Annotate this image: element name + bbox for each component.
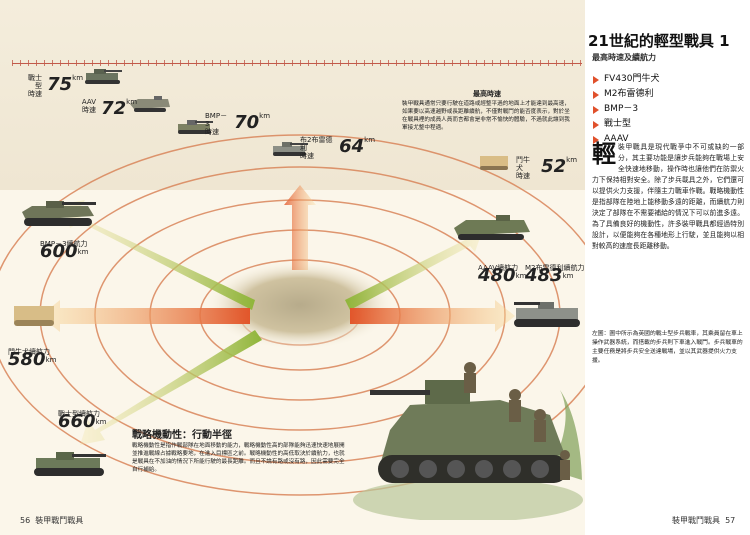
- range-warrior: 戰士型續航力 660km: [58, 410, 107, 432]
- aaav-vehicle: [454, 215, 530, 240]
- vehicle-list: FV430門牛犬 M2布雷德利 BMP－3 戰士型 AAAV: [592, 72, 660, 147]
- warrior-ifv-illustration: [353, 362, 583, 520]
- caption-title: 戰略機動性：行動半徑: [132, 430, 232, 441]
- range-aaav: AAAV續航力 480km: [478, 264, 527, 286]
- list-item: BMP－3: [592, 102, 660, 117]
- body-paragraph: 裝甲戰具是現代戰爭中不可或缺的一部分，其主要功能是讓步兵能夠在戰場上安全快速地移…: [592, 143, 744, 250]
- range-ring: [0, 134, 585, 496]
- m2-vehicle-small: [273, 142, 308, 156]
- arrow-warrior: [80, 330, 262, 445]
- bmp3-vehicle: [22, 201, 96, 226]
- speed-aav: AAV 時速 72km: [81, 98, 138, 119]
- arrow-aaav: [345, 230, 482, 310]
- arrow-m2: [350, 300, 515, 332]
- page-title: 21世紀的輕型戰具 1: [588, 32, 730, 50]
- max-speed-text: 裝甲戰具通常只要行駛在道路或經整平過的地面上才能達到最高速，如果要以高速越野或長…: [402, 101, 570, 131]
- fv430-vehicle-small: [480, 156, 508, 170]
- right-page-footer: 裝甲戰鬥戰具 57: [672, 516, 736, 525]
- text-page: [585, 0, 750, 535]
- page-subtitle: 最高時速及續航力: [592, 53, 656, 62]
- list-item: FV430門牛犬: [592, 72, 660, 87]
- list-item: AAAV: [592, 132, 660, 147]
- fv430-vehicle: [14, 306, 54, 326]
- warrior-vehicle: [34, 452, 106, 476]
- drop-cap: 輕: [592, 140, 616, 168]
- speed-ruler-line: [12, 63, 582, 64]
- arrow-fv430: [40, 300, 250, 332]
- max-speed-title: 最高時速: [473, 90, 501, 98]
- body-text: 輕裝甲戰具是現代戰爭中不可或缺的一部分，其主要功能是讓步兵能夠在戰場上安全快速地…: [592, 142, 744, 252]
- speed-fv430: 鬥牛犬 時速 52km: [516, 156, 578, 180]
- range-fv430: 門牛犬續航力 580km: [8, 348, 57, 370]
- arrow-top: [284, 185, 316, 270]
- range-bmp3: BMP－3續航力 600km: [40, 240, 89, 262]
- m2-vehicle: [514, 302, 580, 327]
- caption-text: 戰略機動性是指作戰部隊在地面移動的能力，戰略機動性高的部隊能夠迅速快速地展開並推…: [132, 443, 345, 473]
- speed-bmp3: BMP－3 時速 70km: [205, 112, 271, 136]
- range-m2: M2布雷德利續航力 483km: [525, 264, 585, 286]
- left-page-footer: 56 裝甲戰鬥戰具: [20, 516, 84, 525]
- speed-warrior: 戰士型 時速 75km: [28, 74, 84, 98]
- speed-m2: 布2布雷德利 時速 64km: [300, 136, 376, 160]
- bmp3-vehicle-small: [178, 120, 213, 134]
- list-item: M2布雷德利: [592, 87, 660, 102]
- aav-vehicle-small: [130, 96, 170, 112]
- strategic-mobility-caption: 戰略機動性：行動半徑 戰略機動性是指作戰部隊在地面移動的能力，戰略機動性高的部隊…: [132, 430, 347, 474]
- max-speed-box: 最高時速 裝甲戰具通常只要行駛在道路或經整平過的地面上才能達到最高速，如果要以高…: [402, 90, 572, 132]
- photo-note: 左圖：圖中所示為英國的戰士型步兵戰車，其乘員留在車上操作武器系統，而搭載的步兵則…: [592, 331, 743, 364]
- arrow-bmp3: [62, 200, 255, 310]
- illustration-page: 戰士型 時速 75km AAV 時速 72km BMP－3 時速 70km 布2…: [0, 0, 585, 535]
- list-item: 戰士型: [592, 117, 660, 132]
- warrior-vehicle-small: [85, 69, 122, 84]
- range-diagram: [0, 134, 585, 496]
- city-center: [205, 260, 395, 350]
